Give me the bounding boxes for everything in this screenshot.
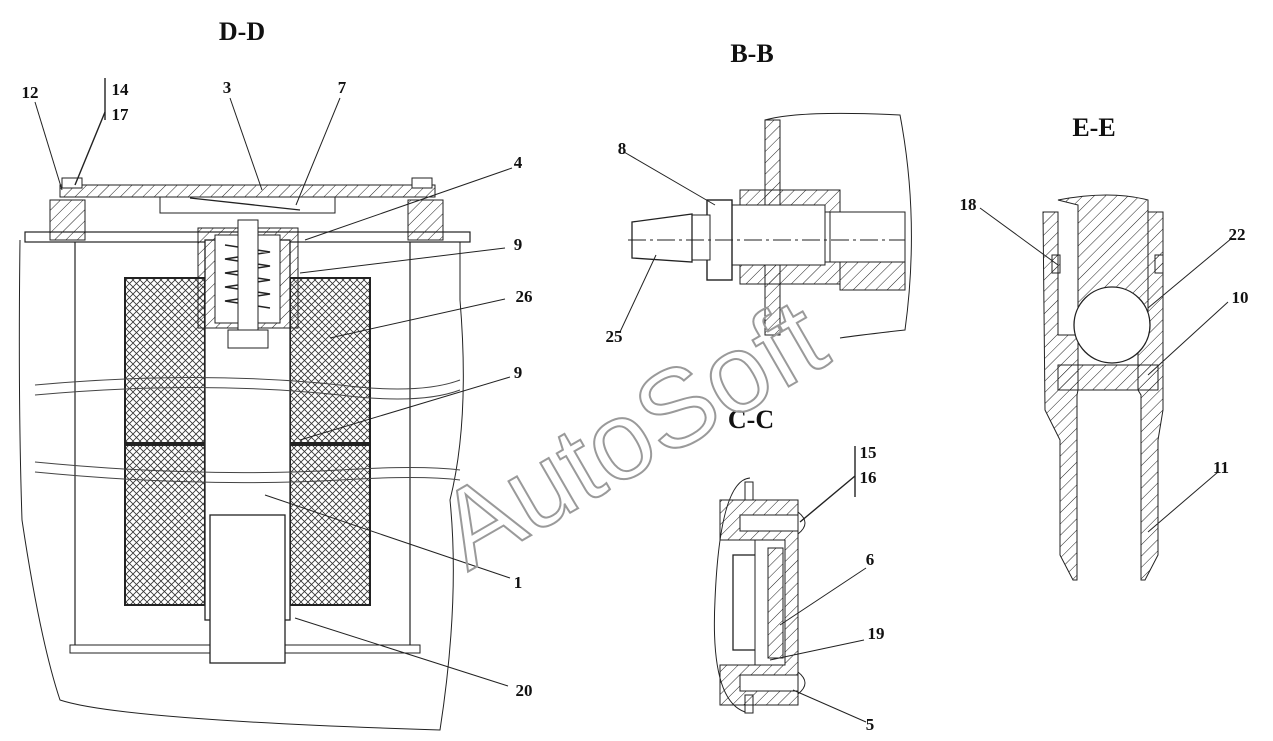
callout-20: 20 — [516, 681, 533, 700]
callout-6: 6 — [866, 550, 875, 569]
callout-18: 18 — [960, 195, 977, 214]
callout-15: 15 — [860, 443, 877, 462]
callout-8: 8 — [618, 139, 627, 158]
callout-17: 17 — [112, 105, 130, 124]
callout-7: 7 — [338, 78, 347, 97]
callout-14: 14 — [112, 80, 130, 99]
section-bb — [619, 112, 912, 339]
section-dd — [18, 78, 513, 731]
callout-26: 26 — [516, 287, 533, 306]
view-title-dd: D-D — [219, 17, 265, 46]
callout-11: 11 — [1213, 458, 1229, 477]
callout-22: 22 — [1229, 225, 1246, 244]
callout-9-upper: 9 — [514, 235, 523, 254]
callout-25: 25 — [606, 327, 623, 346]
callout-19: 19 — [868, 624, 885, 643]
callout-9-lower: 9 — [514, 363, 523, 382]
callout-12: 12 — [22, 83, 39, 102]
section-cc — [713, 446, 867, 723]
callout-10: 10 — [1232, 288, 1249, 307]
callout-5: 5 — [866, 715, 875, 734]
view-title-bb: B-B — [730, 39, 773, 68]
callout-3: 3 — [223, 78, 232, 97]
section-ee — [979, 194, 1233, 581]
view-title-cc: C-C — [728, 405, 774, 434]
callout-16: 16 — [860, 468, 877, 487]
callout-1: 1 — [514, 573, 523, 592]
view-title-ee: E-E — [1072, 113, 1115, 142]
callout-4: 4 — [514, 153, 523, 172]
